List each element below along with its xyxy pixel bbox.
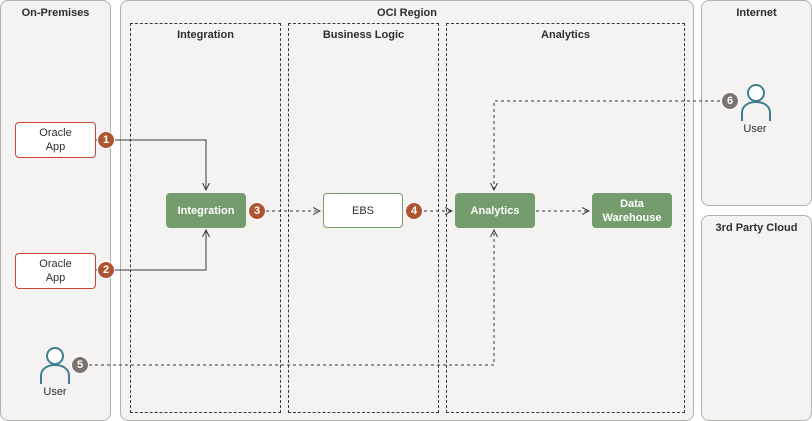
analytics-node[interactable]: Analytics — [455, 193, 535, 228]
data-warehouse-node[interactable]: Data Warehouse — [592, 193, 672, 228]
integration-zone-title: Integration — [177, 29, 234, 41]
badge-1: 1 — [97, 131, 115, 149]
business-logic-zone-title: Business Logic — [322, 29, 405, 41]
ebs-node[interactable]: EBS — [323, 193, 403, 228]
internet-user-label: User — [743, 123, 767, 135]
badge-6: 6 — [721, 92, 739, 110]
oracle-app-1-label: Oracle App — [39, 127, 72, 153]
oracle-app-2-label: Oracle App — [39, 258, 72, 284]
oci-region-title: OCI Region — [377, 7, 437, 19]
analytics-zone: Analytics — [446, 23, 685, 413]
oracle-app-1-node[interactable]: Oracle App — [15, 122, 96, 158]
badge-4: 4 — [405, 202, 423, 220]
integration-node[interactable]: Integration — [166, 193, 246, 228]
flow-1-line — [96, 139, 206, 190]
internet-user-icon[interactable] — [739, 82, 773, 122]
integration-zone: Integration — [130, 23, 281, 413]
flow-6-line — [494, 100, 720, 190]
data-warehouse-node-label: Data Warehouse — [602, 197, 662, 224]
oracle-app-2-node[interactable]: Oracle App — [15, 253, 96, 289]
third-party-cloud-title: 3rd Party Cloud — [715, 222, 798, 234]
badge-2: 2 — [97, 261, 115, 279]
analytics-zone-title: Analytics — [541, 29, 590, 41]
ebs-node-label: EBS — [351, 204, 374, 217]
badge-5: 5 — [71, 356, 89, 374]
analytics-node-label: Analytics — [470, 204, 520, 217]
integration-node-label: Integration — [177, 204, 235, 217]
on-premises-title: On-Premises — [21, 7, 90, 19]
business-logic-zone: Business Logic — [288, 23, 439, 413]
flow-2-line — [96, 230, 206, 271]
flow-5-line — [89, 230, 494, 366]
internet-title: Internet — [736, 7, 777, 19]
onprem-user-icon[interactable] — [38, 345, 72, 385]
badge-3: 3 — [248, 202, 266, 220]
onprem-user-label: User — [43, 386, 67, 398]
